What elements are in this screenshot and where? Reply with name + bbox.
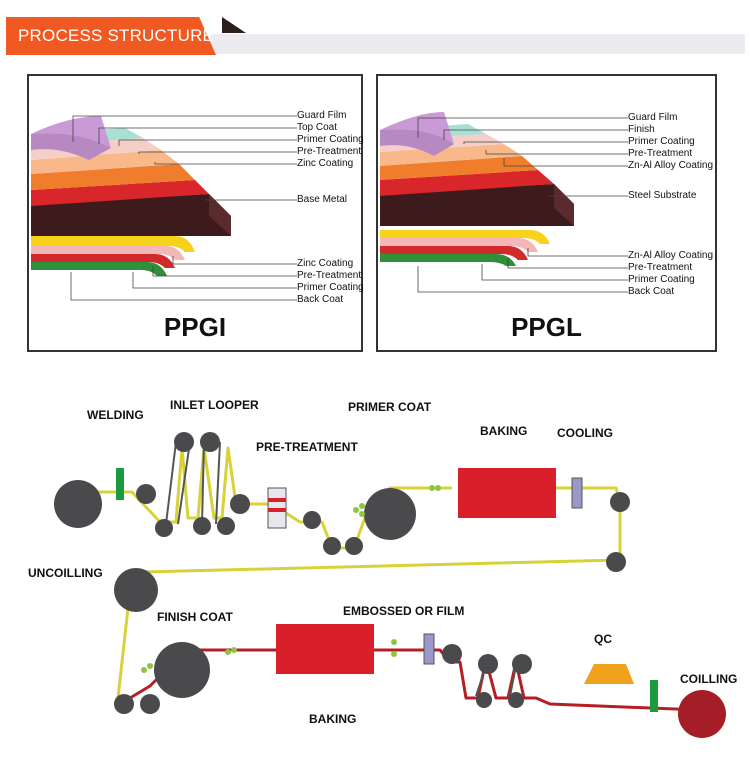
ppgl-label-guard-film: Guard Film <box>628 112 678 123</box>
label-welding: WELDING <box>87 408 144 422</box>
ppgl-label-bottom-primer: Primer Coating <box>628 274 695 285</box>
ppgl-layer-illustration <box>380 112 628 293</box>
ppgi-panel: Guard Film Top Coat Primer Coating Pre-T… <box>27 74 364 352</box>
ppgi-label-bottom-primer: Primer Coating <box>297 282 364 293</box>
banner-title: PROCESS STRUCTURE <box>18 26 215 45</box>
label-coilling: COILLING <box>680 672 738 686</box>
ppgl-label-back-coat: Back Coat <box>628 286 675 297</box>
ppgi-label-zinc-coating: Zinc Coating <box>297 158 354 169</box>
ppgi-label-back-coat: Back Coat <box>297 294 344 305</box>
label-pre-treatment: PRE-TREATMENT <box>256 440 358 454</box>
ppgl-panel: Guard Film Finish Primer Coating Pre-Tre… <box>376 74 717 352</box>
label-cooling: COOLING <box>557 426 613 440</box>
ppgi-label-bottom-zinc: Zinc Coating <box>297 258 354 269</box>
ppgl-label-zn-al-alloy-coating: Zn-Al Alloy Coating <box>628 160 714 171</box>
ppgi-label-primer-coating: Primer Coating <box>297 134 364 145</box>
ppgi-label-top-coat: Top Coat <box>297 122 338 133</box>
section-banner: PROCESS STRUCTURE <box>0 14 745 58</box>
ppgl-label-pre-treatment: Pre-Treatment <box>628 148 693 159</box>
label-baking-bottom: BAKING <box>309 712 357 726</box>
ppgi-label-bottom-pre-treatment: Pre-Treatment <box>297 270 362 281</box>
ppgi-label-pre-treatment: Pre-Treatment <box>297 146 362 157</box>
label-uncoilling: UNCOILLING <box>28 566 103 580</box>
process-line-drawing <box>54 432 726 738</box>
label-baking-top: BAKING <box>480 424 528 438</box>
label-finish-coat: FINISH COAT <box>157 610 233 624</box>
ppgl-title: PPGL <box>511 312 582 342</box>
ppgl-label-primer-coating: Primer Coating <box>628 136 695 147</box>
ppgi-title: PPGI <box>163 312 227 342</box>
label-qc: QC <box>594 632 612 646</box>
ppgi-layer-illustration <box>31 115 297 301</box>
banner-fold <box>222 17 246 33</box>
ppgi-label-guard-film: Guard Film <box>297 110 347 121</box>
ppgl-label-finish: Finish <box>628 124 655 135</box>
ppgl-label-steel-substrate: Steel Substrate <box>628 190 697 201</box>
banner-tab <box>6 17 216 55</box>
label-inlet-looper: INLET LOOPER <box>170 398 259 412</box>
label-embossed-or-film: EMBOSSED OR FILM <box>343 604 465 618</box>
ppgi-label-base-metal: Base Metal <box>297 194 348 205</box>
ppgl-label-bottom-zn-al: Zn-Al Alloy Coating <box>628 250 714 261</box>
banner-background-strip <box>210 34 745 54</box>
process-flow-diagram: WELDING INLET LOOPER PRIMER COAT PRE-TRE… <box>0 380 750 768</box>
label-primer-coat: PRIMER COAT <box>348 400 432 414</box>
ppgl-label-bottom-pre-treatment: Pre-Treatment <box>628 262 693 273</box>
